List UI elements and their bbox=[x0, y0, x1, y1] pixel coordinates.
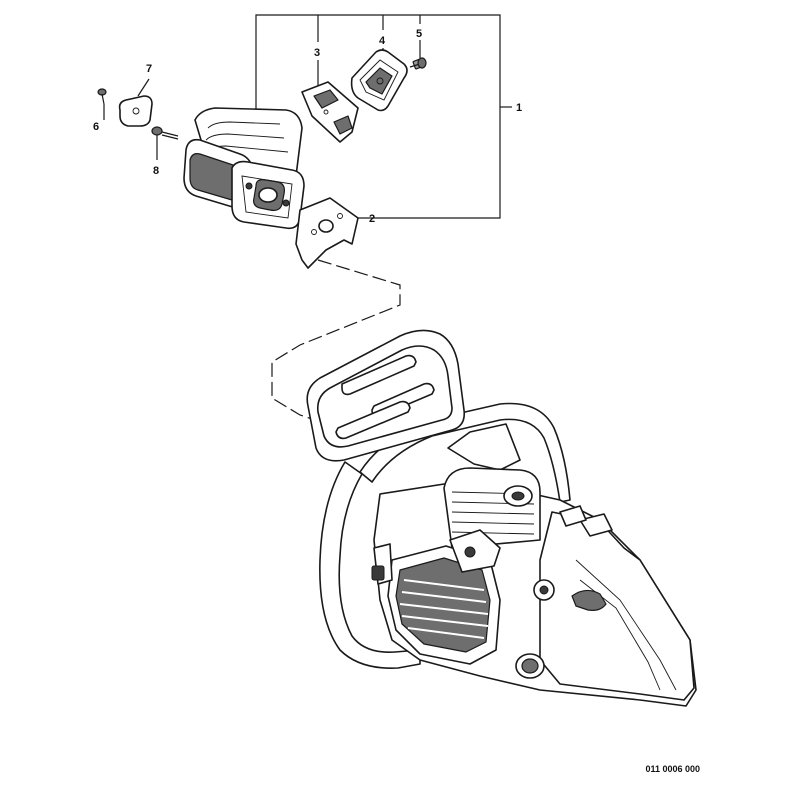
alignment-path bbox=[271, 259, 401, 426]
callout-label-3: 3 bbox=[314, 47, 320, 59]
callout-label-4: 4 bbox=[379, 35, 386, 47]
bolt-part-8 bbox=[151, 126, 179, 160]
callout-label-5: 5 bbox=[416, 28, 422, 40]
muffler-body bbox=[183, 107, 305, 230]
callout-label-2: 2 bbox=[369, 213, 375, 225]
screw-part-5 bbox=[409, 57, 427, 70]
drawing-code: 011 0006 000 bbox=[645, 764, 700, 774]
callout-label-8: 8 bbox=[153, 165, 159, 177]
washer-plate-part-7 bbox=[118, 78, 153, 127]
callout-labels: 1 2 3 4 5 6 7 8 bbox=[93, 28, 522, 225]
callout-label-6: 6 bbox=[93, 121, 99, 133]
screen-part-3 bbox=[301, 81, 359, 143]
callout-label-7: 7 bbox=[146, 63, 152, 75]
screw-part-6 bbox=[97, 88, 107, 120]
chainsaw-body bbox=[306, 329, 697, 707]
callout-label-1: 1 bbox=[516, 102, 522, 114]
cover-plate-part-4 bbox=[350, 49, 408, 112]
gasket-part-2 bbox=[295, 197, 359, 269]
